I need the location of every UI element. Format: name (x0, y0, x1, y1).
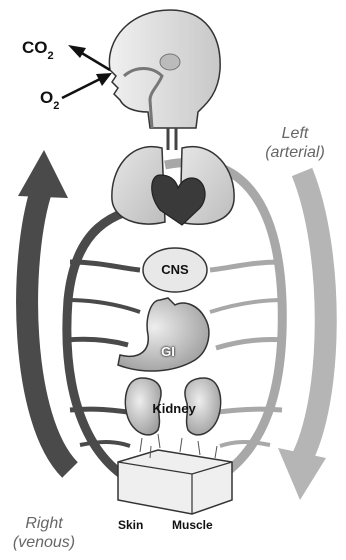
skin-label: Skin (118, 518, 143, 532)
right-label-line2: (venous) (4, 533, 84, 552)
trachea (168, 128, 176, 150)
left-label-line2: (arterial) (250, 143, 340, 162)
o2-base: O (40, 88, 53, 107)
o2-label: O2 (40, 88, 59, 110)
co2-base: CO (22, 38, 48, 57)
left-label-line1: Left (250, 124, 340, 143)
o2-arrow (62, 73, 112, 98)
muscle-label: Muscle (172, 518, 213, 532)
left-arterial-label: Left (arterial) (250, 124, 340, 162)
co2-label: CO2 (22, 38, 54, 60)
co2-subscript: 2 (48, 50, 54, 62)
o2-subscript: 2 (53, 100, 59, 112)
venous-return-arrow (18, 150, 70, 470)
head-illustration (109, 10, 220, 128)
skin-muscle-block (118, 434, 232, 514)
cns-label: CNS (150, 262, 200, 277)
right-label-line1: Right (4, 514, 84, 533)
kidney-label: Kidney (136, 401, 212, 416)
right-venous-label: Right (venous) (4, 514, 84, 552)
gi-label: GI (153, 344, 183, 359)
co2-arrow (68, 45, 110, 70)
